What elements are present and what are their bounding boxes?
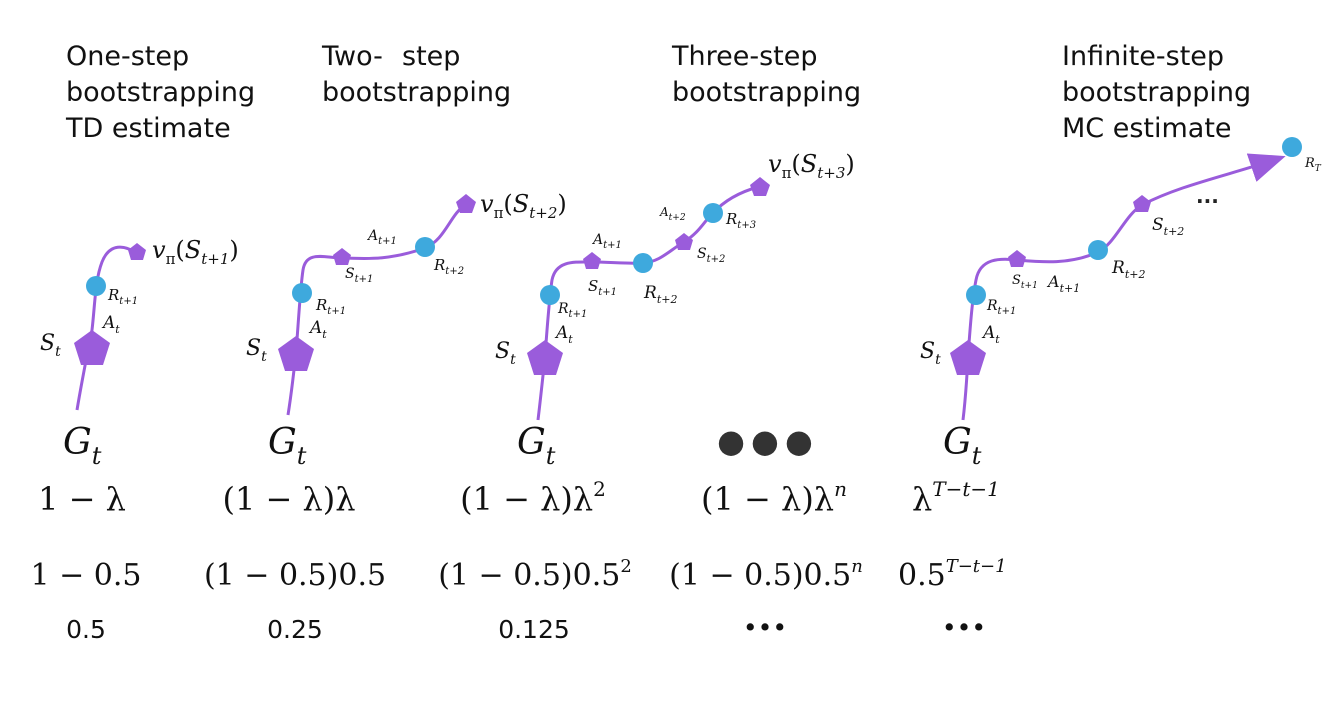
title-line-2: bootstrapping	[322, 77, 511, 108]
title-line-1b: step	[402, 41, 460, 72]
reward-node-rt1	[86, 276, 106, 296]
state-node-st	[950, 340, 986, 375]
numeric-formula: (1 − 0.5)0.5	[204, 558, 386, 593]
state-node-st2	[675, 233, 693, 250]
state-node-st1	[583, 252, 601, 269]
return-label: Gt	[943, 422, 982, 470]
terminal-state-node	[750, 177, 770, 196]
label-st1: St+1	[345, 266, 373, 285]
state-node-st	[527, 340, 563, 375]
column-n-step: ●●● (1 − λ)λn (1 − 0.5)0.5n •••	[669, 422, 863, 642]
state-node-st	[278, 336, 314, 371]
title-line-1: Two-	[321, 41, 383, 72]
numeric-formula: (1 − 0.5)0.52	[438, 556, 632, 593]
ellipsis-dots: ●●●	[717, 422, 819, 460]
reward-node-rt2	[1088, 240, 1108, 260]
column-three-step: Three-step bootstrapping St At Rt+1 St+1…	[438, 41, 861, 644]
title-line-2: bootstrapping	[1062, 77, 1251, 108]
label-at2: At+2	[659, 205, 686, 223]
numeric-formula: 1 − 0.5	[30, 558, 141, 593]
weight-value: 0.25	[267, 615, 323, 644]
ellipsis-label: ...	[1196, 184, 1219, 208]
terminal-state-node	[128, 243, 146, 260]
label-at1: At+1	[591, 232, 622, 251]
weight-value: 0.125	[498, 615, 570, 644]
state-node-st1	[333, 248, 351, 265]
value-label: vπ(St+1)	[152, 236, 239, 268]
return-label: Gt	[517, 422, 556, 470]
terminal-state-node	[456, 194, 476, 213]
label-rt3: Rt+3	[725, 210, 756, 231]
label-at: At	[308, 318, 327, 341]
label-at1: At+1	[1046, 272, 1080, 295]
weight-value: •••	[743, 613, 787, 642]
reward-node-rt1	[966, 285, 986, 305]
title-line-3: TD estimate	[65, 113, 231, 144]
weight-formula: (1 − λ)λn	[701, 477, 847, 518]
label-at: At	[981, 323, 1000, 346]
reward-node-rt2	[415, 237, 435, 257]
label-st1: St+1	[588, 277, 617, 298]
label-rt2: Rt+2	[1111, 258, 1145, 281]
label-rt1: Rt+1	[107, 286, 138, 307]
label-st: St	[920, 339, 941, 368]
label-rT: RT	[1304, 156, 1322, 174]
state-node-st	[74, 330, 110, 365]
reward-node-rt3	[703, 203, 723, 223]
title-line-2: bootstrapping	[672, 77, 861, 108]
label-rt2: Rt+2	[433, 256, 464, 277]
weight-formula: (1 − λ)λ2	[460, 477, 606, 518]
title-line-3: MC estimate	[1062, 113, 1232, 144]
return-label: Gt	[268, 422, 307, 470]
trajectory-path	[536, 185, 759, 421]
label-st: St	[40, 331, 61, 360]
column-one-step: One-step bootstrapping TD estimate St At…	[30, 41, 255, 644]
label-st2: St+2	[697, 246, 725, 265]
value-label: vπ(St+3)	[768, 150, 855, 182]
label-at1: At+1	[366, 228, 397, 247]
label-st1: St+1	[1012, 273, 1038, 291]
value-label: vπ(St+2)	[480, 190, 567, 222]
label-rt2: Rt+2	[643, 283, 677, 306]
reward-node-rt1	[292, 283, 312, 303]
label-at: At	[101, 313, 120, 336]
weight-value: 0.5	[66, 615, 106, 644]
trajectory-path	[961, 153, 1286, 421]
label-rt1: Rt+1	[986, 298, 1016, 317]
reward-node-rt1	[540, 285, 560, 305]
reward-node-rT	[1282, 137, 1302, 157]
return-label: Gt	[63, 422, 102, 470]
weight-value: •••	[942, 613, 986, 642]
state-node-st1	[1008, 250, 1026, 267]
label-rt1: Rt+1	[315, 296, 346, 317]
column-two-step: Two- bootstrapping step St At Rt+1 St+1 …	[204, 41, 567, 644]
title-line-2: bootstrapping	[66, 77, 255, 108]
weight-formula: λT−t−1	[912, 477, 1000, 518]
trajectory-path	[75, 245, 136, 411]
reward-node-rt2	[633, 253, 653, 273]
title-line-1: Three-step	[671, 41, 817, 72]
label-st: St	[495, 339, 516, 368]
label-st2: St+2	[1152, 215, 1184, 238]
state-node-st2	[1133, 195, 1151, 212]
label-at: At	[554, 323, 573, 346]
title-line-1: Infinite-step	[1062, 41, 1224, 72]
column-infinite-step: Infinite-step bootstrapping MC estimate …	[898, 41, 1322, 642]
weight-formula: (1 − λ)λ	[222, 480, 355, 518]
label-rt1: Rt+1	[557, 301, 587, 320]
numeric-formula: 0.5T−t−1	[898, 556, 1007, 593]
label-st: St	[246, 336, 267, 365]
numeric-formula: (1 − 0.5)0.5n	[669, 556, 863, 593]
weight-formula: 1 − λ	[38, 480, 126, 518]
title-line-1: One-step	[66, 41, 189, 72]
